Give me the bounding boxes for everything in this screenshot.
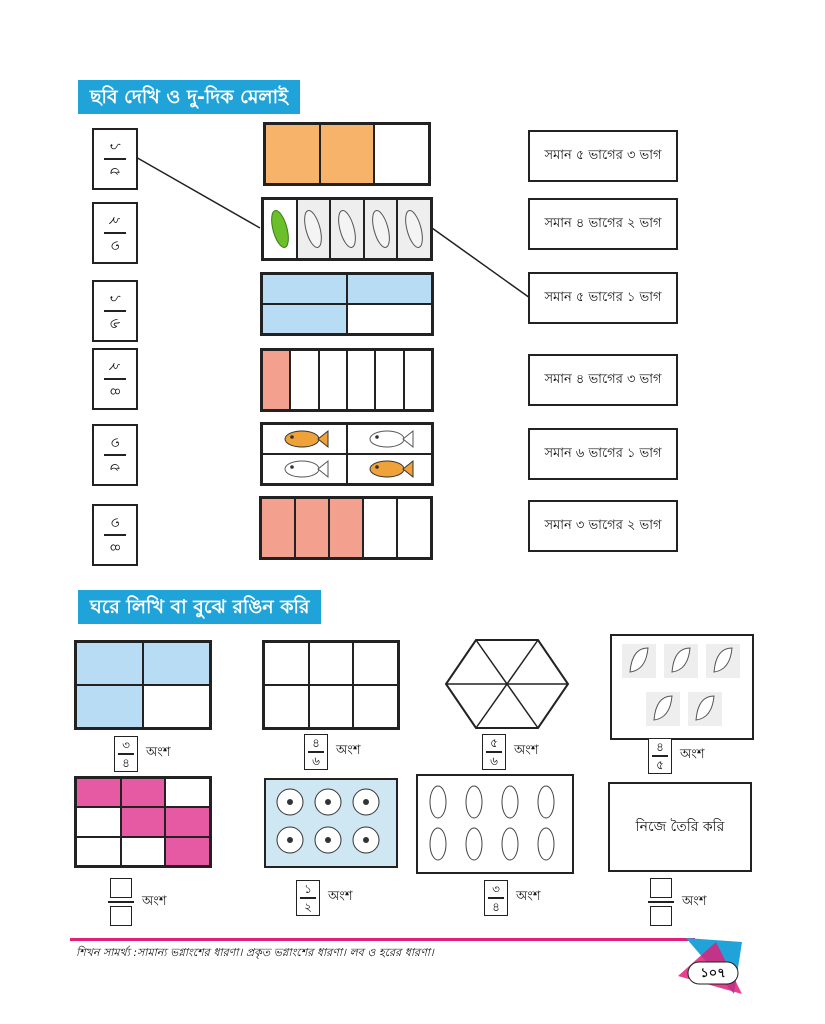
fish-box	[416, 774, 574, 874]
rect-pink-grid	[74, 776, 212, 868]
make-own-box[interactable]: নিজে তৈরি করি	[608, 782, 752, 872]
fish-outline-icon	[347, 424, 432, 454]
rect-quarters-blue	[74, 640, 212, 730]
bar-sixths-salmon	[260, 348, 434, 412]
hexagon-sixths	[444, 639, 570, 729]
cucumber-outline-icon	[363, 199, 398, 259]
cucumber-outline-icon	[397, 199, 431, 259]
bar-thirds-orange	[263, 122, 431, 186]
empty-fraction[interactable]	[108, 878, 134, 926]
row2-label-4[interactable]: অংশ	[648, 878, 707, 926]
leaf-icons	[622, 644, 740, 726]
description-box-5: সমান ৬ ভাগের ১ ভাগ	[528, 428, 678, 480]
cucumber-outline-icon	[330, 199, 364, 259]
learning-outcomes: শিখন সামর্থ্য :সামান্য ভগ্নাংশের ধারণা। …	[76, 946, 434, 959]
description-box-3: সমান ৫ ভাগের ১ ভাগ	[528, 272, 678, 324]
section2-banner: ঘরে লিখি বা বুঝে রঙিন করি	[78, 590, 322, 624]
cucumber-row	[261, 197, 433, 261]
row2-label-1[interactable]: অংশ	[108, 878, 167, 926]
fish-outline-icon	[262, 454, 347, 484]
page-number-badge	[678, 938, 742, 994]
description-box-2: সমান ৪ ভাগের ২ ভাগ	[528, 198, 678, 250]
flower-icons	[276, 788, 380, 854]
rect-sixths-blank	[262, 640, 400, 730]
fish-grid	[260, 422, 434, 486]
description-box-4: সমান ৪ ভাগের ৩ ভাগ	[528, 354, 678, 406]
fish-colored-icon	[347, 454, 432, 484]
description-box-6: সমান ৩ ভাগের ২ ভাগ	[528, 500, 678, 552]
cucumber-icon	[263, 199, 297, 259]
leaf-box	[610, 634, 754, 740]
description-box-1: সমান ৫ ভাগের ৩ ভাগ	[528, 130, 678, 182]
bar-quarters-blue	[260, 272, 434, 336]
cucumber-outline-icon	[296, 199, 331, 259]
section1-banner: ছবি দেখি ও দু-দিক মেলাই	[78, 80, 300, 114]
bar-fifths-salmon	[259, 496, 433, 560]
fish-colored-icon	[262, 424, 347, 454]
footer-divider	[70, 938, 695, 941]
fish-icons	[429, 785, 555, 861]
empty-fraction[interactable]	[648, 878, 674, 926]
page-number: ১০৭	[700, 966, 726, 981]
flower-box	[264, 778, 398, 868]
